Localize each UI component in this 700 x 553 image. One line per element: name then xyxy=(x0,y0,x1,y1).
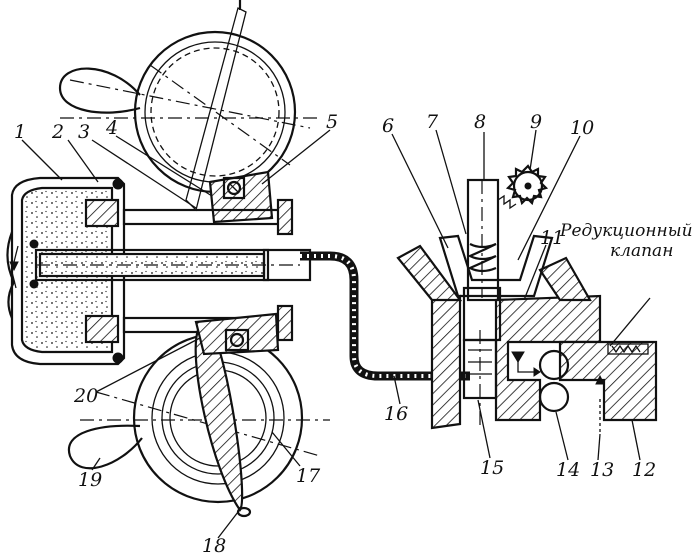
plunger-spring-assembly xyxy=(438,178,554,342)
label-17: 17 xyxy=(296,465,321,487)
label-10: 10 xyxy=(570,117,594,139)
label-20: 20 xyxy=(73,385,98,407)
label-13: 13 xyxy=(590,459,614,481)
ratchet-gear xyxy=(497,164,549,210)
label-12: 12 xyxy=(632,459,656,481)
leader-lines xyxy=(21,129,651,539)
label-19: 19 xyxy=(78,469,102,491)
part-labels: 1 2 3 4 5 6 7 8 9 10 11 12 13 14 15 16 1… xyxy=(14,111,693,553)
label-4: 4 xyxy=(105,117,118,139)
label-18: 18 xyxy=(202,535,226,553)
label-3: 3 xyxy=(78,121,90,143)
label-5: 5 xyxy=(326,111,338,133)
label-1: 1 xyxy=(14,121,26,143)
main-cylinder xyxy=(34,198,312,342)
upper-clamp xyxy=(208,170,274,224)
label-6: 6 xyxy=(382,115,394,137)
label-9: 9 xyxy=(530,111,542,133)
lower-clamp xyxy=(194,312,280,356)
label-14: 14 xyxy=(556,459,580,481)
lower-handle-wheel xyxy=(67,328,330,518)
label-15: 15 xyxy=(480,457,504,479)
label-8: 8 xyxy=(474,111,486,133)
label-7: 7 xyxy=(426,111,439,133)
label-11: 11 xyxy=(540,227,564,249)
label-2: 2 xyxy=(51,121,64,143)
reducing-valve-label-line1: Редукционный xyxy=(559,221,693,241)
label-16: 16 xyxy=(384,403,408,425)
pump-housing xyxy=(396,244,658,432)
reducing-valve-label-line2: клапан xyxy=(610,241,673,261)
